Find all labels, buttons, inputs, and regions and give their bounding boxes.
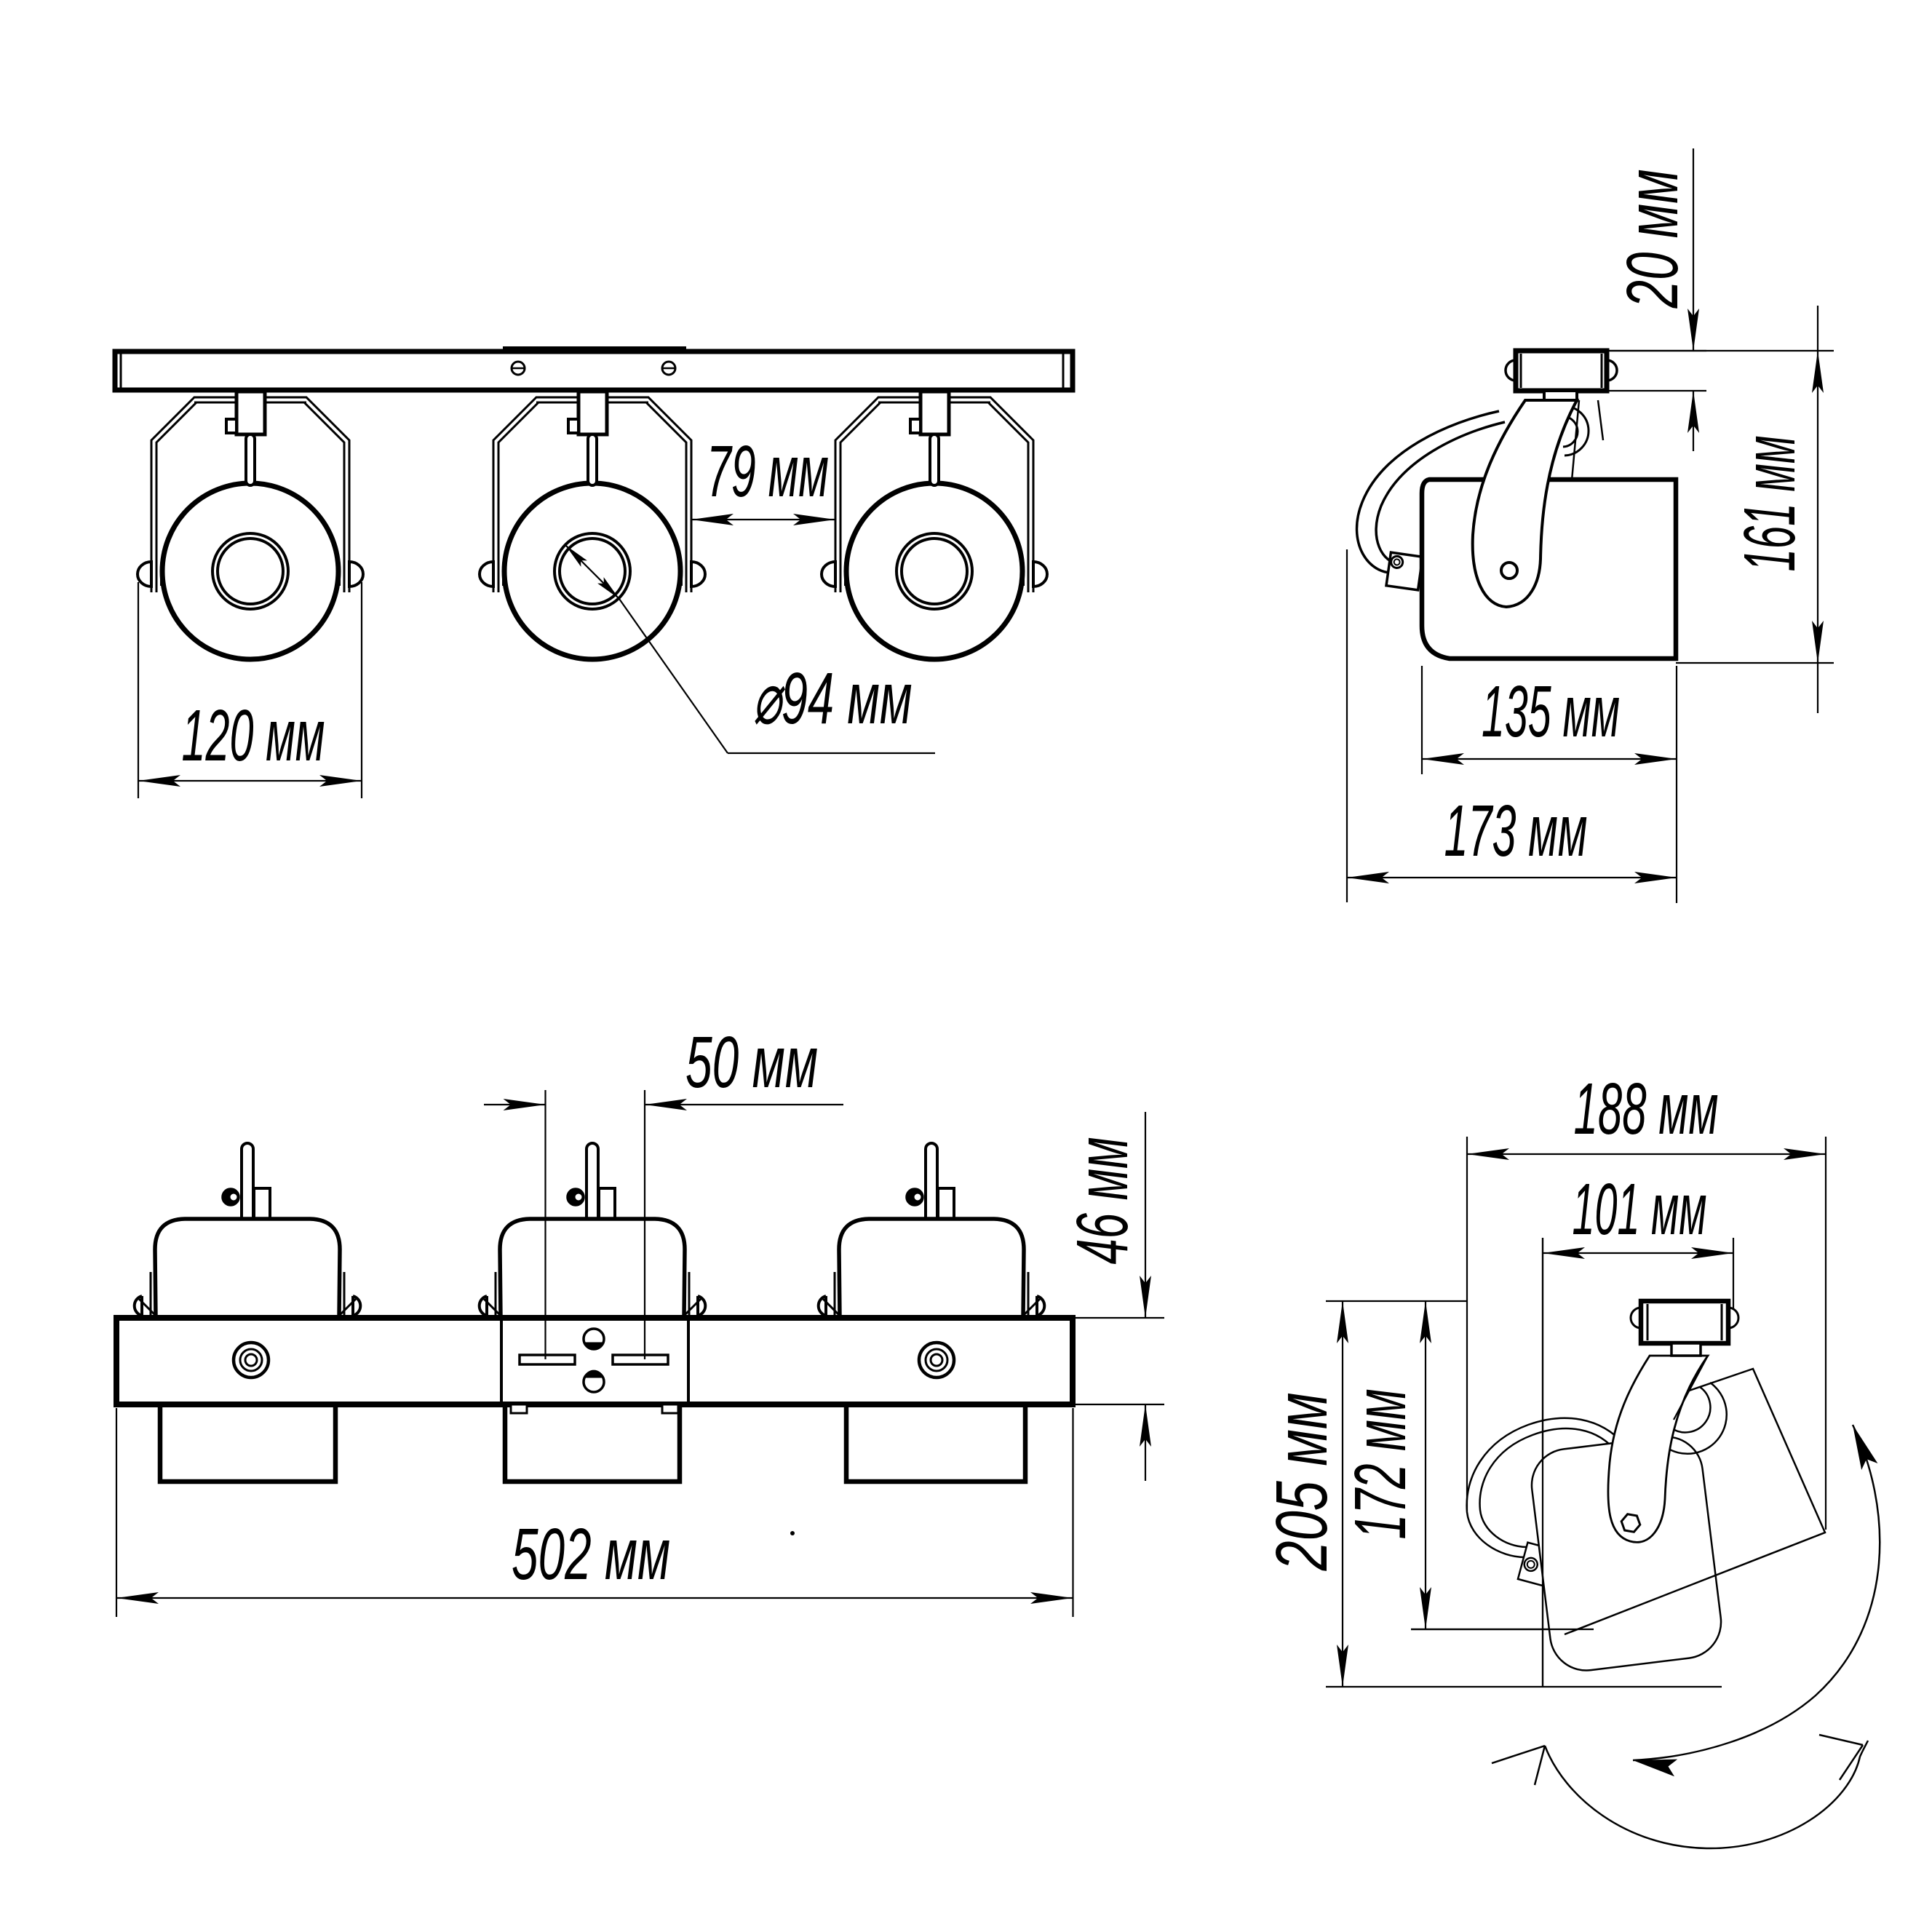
svg-text:173 мм: 173 мм [1444, 790, 1588, 872]
svg-text:⌀94 мм: ⌀94 мм [753, 658, 913, 739]
svg-text:20 мм: 20 мм [1612, 170, 1693, 309]
svg-text:172 мм: 172 мм [1340, 1389, 1421, 1540]
svg-text:50 мм: 50 мм [685, 1022, 818, 1103]
svg-text:188 мм: 188 мм [1574, 1068, 1719, 1150]
svg-text:502 мм: 502 мм [512, 1514, 670, 1595]
svg-text:161 мм: 161 мм [1729, 436, 1810, 572]
svg-text:205 мм: 205 мм [1261, 1393, 1343, 1572]
svg-text:101 мм: 101 мм [1573, 1169, 1707, 1250]
svg-text:135 мм: 135 мм [1482, 671, 1620, 752]
svg-text:46 мм: 46 мм [1062, 1137, 1143, 1265]
svg-text:120 мм: 120 мм [182, 695, 325, 776]
svg-text:79 мм: 79 мм [707, 431, 829, 512]
